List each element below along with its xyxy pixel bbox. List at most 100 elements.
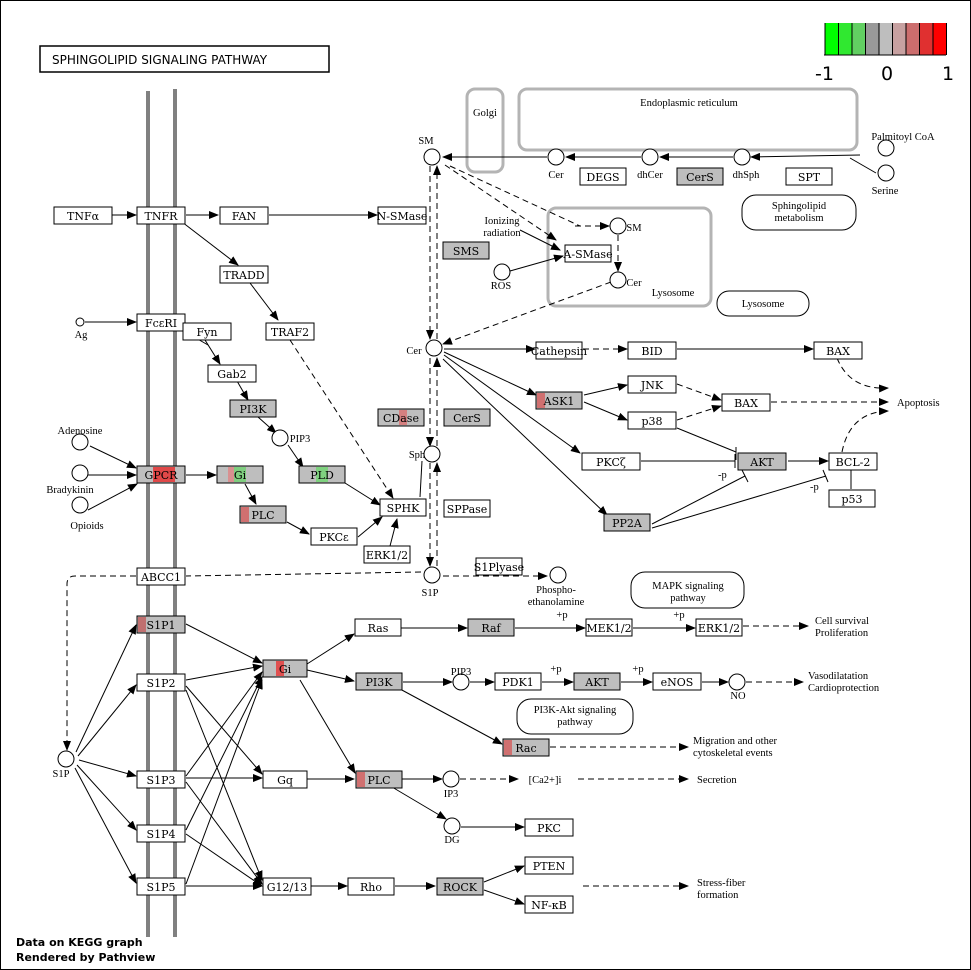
gene-bax2[interactable]: BAX xyxy=(721,393,771,412)
compound-circle[interactable] xyxy=(728,673,746,691)
gene-p53[interactable]: p53 xyxy=(828,489,876,508)
compound-circle[interactable] xyxy=(493,263,511,281)
compound-circle[interactable] xyxy=(425,339,443,357)
compound-circle[interactable] xyxy=(271,429,289,447)
gene-fceri[interactable]: FcεRI xyxy=(136,313,186,332)
gene-erk12b[interactable]: ERK1/2 xyxy=(695,618,743,637)
gene-gq[interactable]: Gq xyxy=(262,770,308,789)
gene-g1213[interactable]: G12/13 xyxy=(262,877,312,896)
gene-cers2[interactable]: CerS xyxy=(443,408,491,427)
gene-s1pr5[interactable]: S1P5 xyxy=(136,877,186,896)
gene-rho[interactable]: Rho xyxy=(347,877,395,896)
gene-bax1[interactable]: BAX xyxy=(813,341,863,360)
gene-tnfr[interactable]: TNFR xyxy=(136,206,186,225)
map-lysosome[interactable] xyxy=(716,290,810,317)
gene-nsmase[interactable]: N-SMase xyxy=(377,206,428,225)
gene-pld[interactable]: PLD xyxy=(298,465,346,484)
map-pi3k-akt-signaling[interactable] xyxy=(516,698,634,735)
compound-circle[interactable] xyxy=(549,566,567,584)
gene-s1pr3[interactable]: S1P3 xyxy=(136,770,186,789)
gene-cathepsin[interactable]: Cathepsin xyxy=(531,341,587,360)
gene-rac[interactable]: Rac xyxy=(502,738,550,757)
compound-circle[interactable] xyxy=(71,464,89,482)
gene-abcc1[interactable]: ABCC1 xyxy=(136,567,186,586)
compound-circle[interactable] xyxy=(443,817,461,835)
compound-circle[interactable] xyxy=(423,445,441,463)
map-sphingolipid-metabolism[interactable] xyxy=(741,194,857,231)
gene-s1pr1[interactable]: S1P1 xyxy=(136,615,186,634)
gene-plc2[interactable]: PLC xyxy=(355,770,403,789)
gene-jnk[interactable]: JNK xyxy=(627,375,677,394)
gene-pi3k2[interactable]: PI3K xyxy=(355,672,403,691)
gene-s1plyase[interactable]: S1Plyase xyxy=(474,557,524,576)
label-dhcer: dhCer xyxy=(637,170,663,181)
gene-erk12a[interactable]: ERK1/2 xyxy=(363,545,411,564)
gene-asmase[interactable]: A-SMase xyxy=(562,244,613,263)
compound-circle[interactable] xyxy=(75,317,85,327)
gene-sppase[interactable]: SPPase xyxy=(443,499,491,518)
gene-pkc[interactable]: PKC xyxy=(524,818,574,837)
label-plusp3: +p xyxy=(550,664,561,675)
gene-s1pr4[interactable]: S1P4 xyxy=(136,824,186,843)
label-ros: ROS xyxy=(491,281,512,292)
gene-bid[interactable]: BID xyxy=(627,341,677,360)
compound-circle[interactable] xyxy=(71,433,89,451)
gene-label: SPT xyxy=(798,171,821,184)
gene-gpcr[interactable]: GPCR xyxy=(136,465,186,484)
compound-circle[interactable] xyxy=(609,271,627,289)
gene-pp2a[interactable]: PP2A xyxy=(603,513,651,532)
map-mapk-signaling[interactable] xyxy=(630,571,745,609)
label-lysosomemap: Lysosome xyxy=(742,299,785,310)
compound-circle[interactable] xyxy=(423,148,441,166)
gene-pkcz[interactable]: PKCζ xyxy=(581,452,641,471)
gene-p38[interactable]: p38 xyxy=(627,411,677,430)
gene-nfkb[interactable]: NF-κB xyxy=(524,895,574,914)
compound-circle[interactable] xyxy=(877,139,895,157)
compound-circle[interactable] xyxy=(57,750,75,768)
gene-spt[interactable]: SPT xyxy=(785,167,833,186)
gene-label: CerS xyxy=(686,171,714,184)
gene-gab2[interactable]: Gab2 xyxy=(207,364,257,383)
compound-circle[interactable] xyxy=(733,148,751,166)
gene-pdk1[interactable]: PDK1 xyxy=(494,672,542,691)
gene-mek12[interactable]: MEK1/2 xyxy=(585,618,633,637)
compound-circle[interactable] xyxy=(423,566,441,584)
gene-akt1[interactable]: AKT xyxy=(737,452,787,471)
gene-label: PP2A xyxy=(612,517,643,530)
gene-akt2[interactable]: AKT xyxy=(573,672,621,691)
gene-tnfa[interactable]: TNFα xyxy=(53,206,113,225)
gene-pten[interactable]: PTEN xyxy=(524,856,574,875)
gene-fan[interactable]: FAN xyxy=(219,206,269,225)
gene-tradd[interactable]: TRADD xyxy=(219,265,269,284)
gene-traf2[interactable]: TRAF2 xyxy=(265,322,315,341)
gene-pkce[interactable]: PKCε xyxy=(310,527,358,546)
edges xyxy=(63,152,889,905)
compound-circle[interactable] xyxy=(442,770,460,788)
gene-pi3k1[interactable]: PI3K xyxy=(229,399,277,418)
gene-bcl2[interactable]: BCL-2 xyxy=(828,452,878,471)
gene-plc1[interactable]: PLC xyxy=(239,505,287,524)
gene-rock[interactable]: ROCK xyxy=(436,877,484,896)
gene-sphk[interactable]: SPHK xyxy=(379,498,427,517)
gene-cers1[interactable]: CerS xyxy=(676,167,724,186)
gene-s1pr2[interactable]: S1P2 xyxy=(136,673,186,692)
gene-degs[interactable]: DEGS xyxy=(579,167,627,186)
compound-circle[interactable] xyxy=(71,496,89,514)
gene-gi2[interactable]: Gi xyxy=(262,659,308,678)
gene-label: Ras xyxy=(368,622,389,635)
footer-line-1: Data on KEGG graph xyxy=(16,936,143,949)
compound-circle[interactable] xyxy=(877,164,895,182)
gene-raf[interactable]: Raf xyxy=(467,618,515,637)
gene-cdase[interactable]: CDase xyxy=(377,408,425,427)
compound-circle[interactable] xyxy=(641,148,659,166)
compound-circle[interactable] xyxy=(547,148,565,166)
gene-ask1[interactable]: ASK1 xyxy=(535,391,583,410)
compound-circle[interactable] xyxy=(609,217,627,235)
gene-fyn[interactable]: Fyn xyxy=(182,322,232,341)
gene-enos[interactable]: eNOS xyxy=(652,672,702,691)
gene-ras[interactable]: Ras xyxy=(354,618,402,637)
gene-sms[interactable]: SMS xyxy=(442,241,490,260)
compound-circle[interactable] xyxy=(452,673,470,691)
gene-gi1[interactable]: Gi xyxy=(216,465,264,484)
